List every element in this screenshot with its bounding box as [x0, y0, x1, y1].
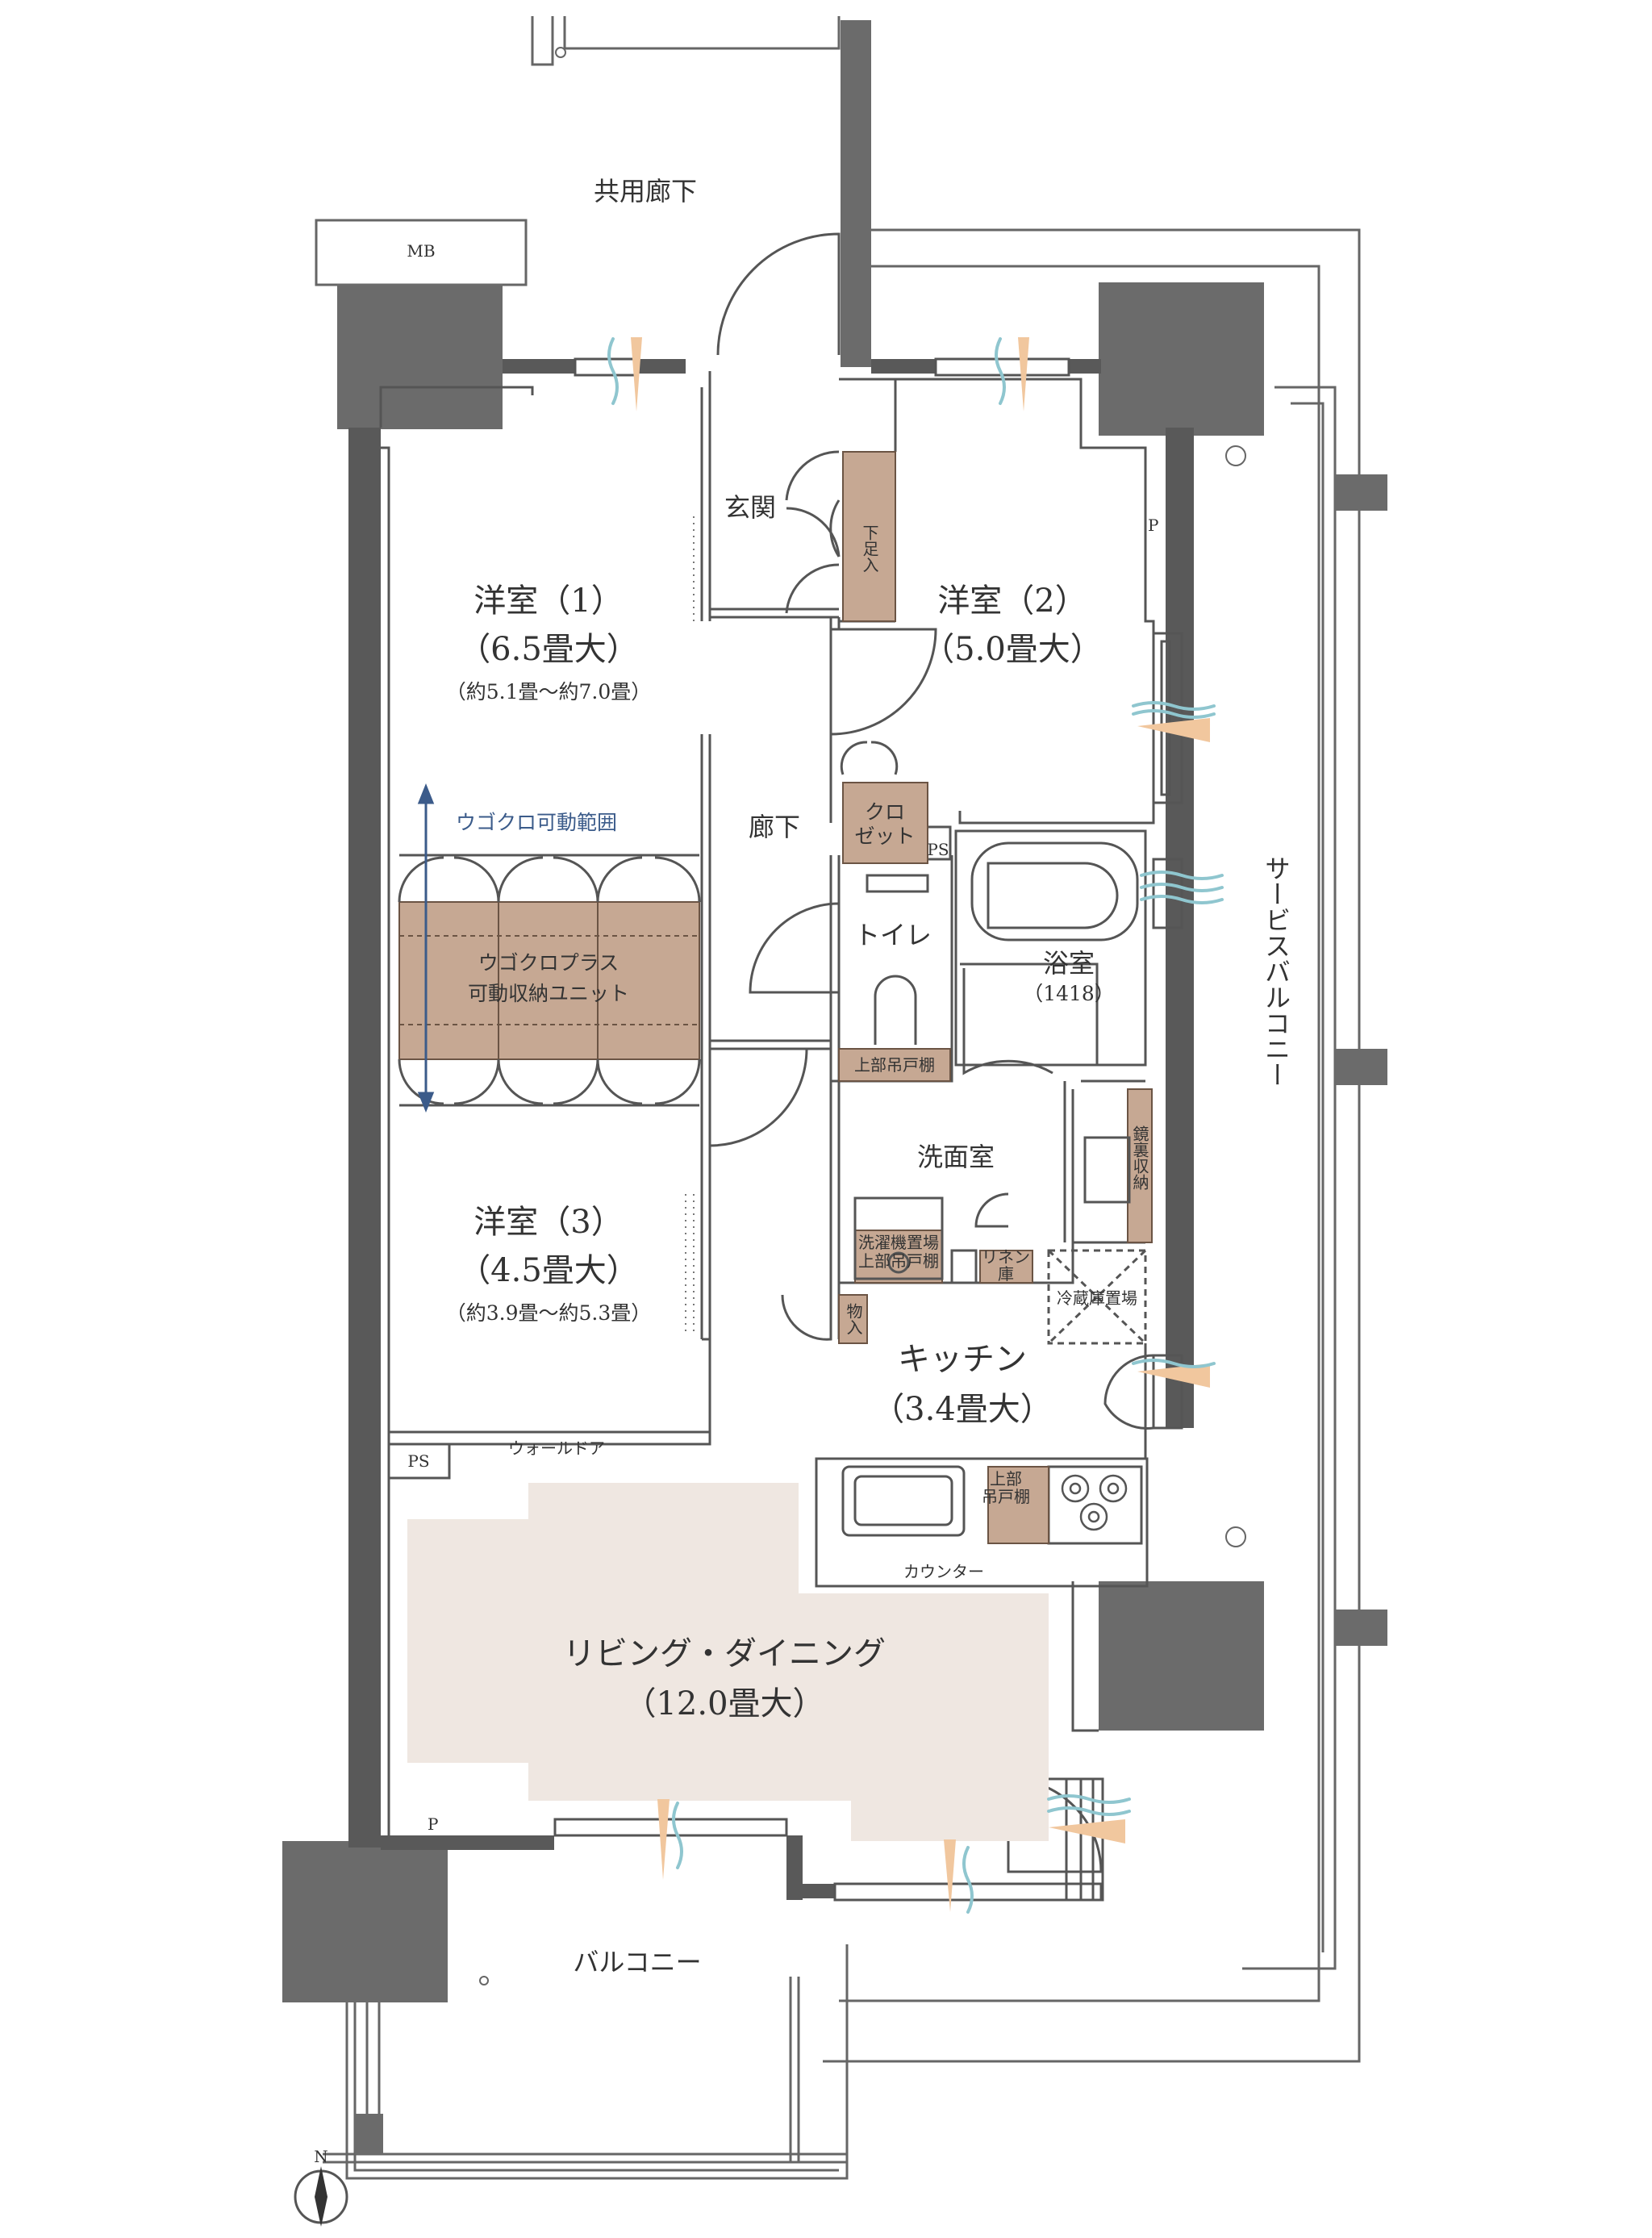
living-name: リビング・ダイニング: [563, 1635, 886, 1672]
outer-walls: [348, 359, 1194, 1900]
kitchen-upper-cabinet: [987, 1466, 1049, 1544]
closet-label-1: クロ: [865, 800, 905, 824]
common-corridor-label: 共用廊下: [594, 176, 697, 207]
mb-label: MB: [407, 241, 435, 261]
western1-range: （約5.1畳～約7.0畳）: [446, 680, 652, 704]
laundry-label-2: 上部吊戸棚: [858, 1251, 939, 1271]
p-label-top: P: [1148, 516, 1158, 535]
toilet-upper-cabinet: [838, 1048, 951, 1082]
western2-name: 洋室（2）: [937, 582, 1087, 620]
storage-fills: [838, 451, 1153, 1544]
shoe-storage: [842, 451, 896, 622]
kitchen-name: キッチン: [898, 1341, 1027, 1378]
washroom-label: 洗面室: [917, 1142, 995, 1172]
stove: [1061, 1474, 1128, 1531]
service-balcony-label: サービスバルコニー: [1261, 855, 1291, 1088]
hallway-label: 廊下: [749, 812, 800, 842]
kitchen-size: （3.4畳大）: [872, 1391, 1053, 1428]
bath-size: （1418）: [1023, 982, 1115, 1005]
toilet-label: トイレ: [854, 920, 932, 950]
laundry-label-1: 洗濯機置場: [858, 1233, 939, 1252]
counter-label: カウンター: [903, 1562, 984, 1581]
linen-fixture: [950, 1249, 978, 1284]
north-label: N: [314, 2147, 328, 2166]
entrance-label: 玄関: [724, 492, 776, 523]
north-compass-icon: N: [294, 2147, 348, 2227]
mirror-storage-label: 鏡裏収納: [1130, 1125, 1149, 1190]
ps-small-label: PS: [927, 840, 949, 859]
kitchen-upper-cabinet-label-1: 上部: [990, 1469, 1022, 1489]
p-label-lower: P: [428, 1814, 438, 1834]
balcony-label: バルコニー: [573, 1947, 701, 1977]
ventilation-marks: [607, 337, 1224, 1914]
mirror-storage-box: [1127, 1088, 1153, 1243]
storage-box: [838, 1294, 868, 1344]
ugokuro-range-arrow: [417, 783, 435, 1113]
closet-storage: [842, 782, 928, 864]
washer: [853, 1196, 944, 1280]
western2-size: （5.0畳大）: [922, 631, 1103, 668]
bathtub: [970, 841, 1139, 942]
sliding-markings: [685, 516, 695, 1331]
linen-box: [979, 1250, 1033, 1284]
washroom-sink: [1083, 1136, 1131, 1204]
wall-door-label: ウォールドア: [508, 1438, 605, 1458]
bath-name: 浴室: [1043, 948, 1095, 979]
living-dining-floor: [407, 1483, 1049, 1841]
ugokuro-unit-label-1: ウゴクロプラス: [478, 951, 620, 975]
toilet-fixture: [866, 874, 929, 1045]
balcony-drains: [479, 47, 1246, 1985]
western1-name: 洋室（1）: [473, 582, 623, 620]
ps-lower-label: PS: [407, 1451, 429, 1471]
ugokuro-range-label: ウゴクロ可動範囲: [456, 811, 617, 834]
shoe-storage-label: 下足入: [860, 524, 879, 573]
storage-label: 物入: [844, 1303, 863, 1335]
structural-walls: [282, 20, 1387, 2154]
window-frames: [553, 357, 1183, 1902]
fridge-label: 冷蔵庫置場: [1057, 1288, 1137, 1308]
toilet-upper-cabinet-label: 上部吊戸棚: [854, 1055, 935, 1075]
western3-name: 洋室（3）: [473, 1204, 623, 1241]
living-size: （12.0畳大）: [624, 1685, 824, 1722]
western3-size: （4.5畳大）: [458, 1252, 639, 1289]
closet-label-2: ゼット: [854, 825, 915, 848]
linen-label-1: リネン: [982, 1247, 1030, 1267]
western1-size: （6.5畳大）: [458, 631, 639, 668]
ugokuro-unit-label-2: 可動収納ユニット: [468, 982, 629, 1005]
kitchen-upper-cabinet-label-2: 吊戸棚: [982, 1487, 1030, 1506]
ugokuro-unit: [398, 854, 701, 1107]
linen-label-2: 庫: [998, 1264, 1014, 1284]
western3-range: （約3.9畳～約5.3畳）: [446, 1301, 652, 1325]
